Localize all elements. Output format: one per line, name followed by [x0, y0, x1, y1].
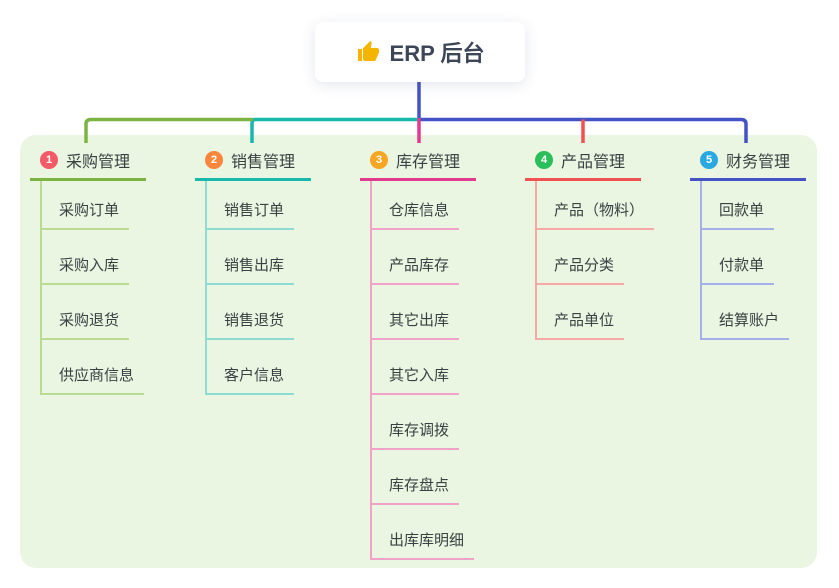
mindmap-node[interactable]: 供应商信息 [42, 340, 145, 395]
mindmap-node-label: 销售退货 [207, 309, 295, 340]
branch-number-badge: 2 [205, 151, 223, 169]
mindmap-node[interactable]: 采购入库 [42, 230, 144, 285]
mindmap-node-label: 回款单 [702, 199, 775, 230]
mindmap-node-label: 客户信息 [207, 364, 295, 395]
branch-label: 采购管理 [66, 154, 131, 171]
mindmap-node-label: 采购订单 [42, 199, 130, 230]
root-label: ERP 后台 [389, 41, 485, 66]
mindmap-node[interactable]: 产品（物料） [537, 181, 655, 230]
branch-header[interactable]: 3 库存管理 [360, 148, 477, 181]
mindmap-node[interactable]: 客户信息 [207, 340, 295, 395]
branch-2: 2 销售管理销售订单销售出库销售退货客户信息 [195, 148, 312, 395]
mindmap-node[interactable]: 库存调拨 [372, 395, 474, 450]
mindmap-node[interactable]: 销售退货 [207, 285, 295, 340]
mindmap-node-label: 产品单位 [537, 309, 625, 340]
branch-label: 库存管理 [396, 154, 461, 171]
mindmap-background-panel [20, 135, 817, 568]
branch-1: 1 采购管理采购订单采购入库采购退货供应商信息 [30, 148, 147, 395]
mindmap-node[interactable]: 回款单 [702, 181, 789, 230]
mindmap-node[interactable]: 采购退货 [42, 285, 144, 340]
mindmap-node-label: 供应商信息 [42, 364, 145, 395]
mindmap-node-label: 仓库信息 [372, 199, 460, 230]
branch-label: 销售管理 [231, 154, 296, 171]
mindmap-node[interactable]: 采购订单 [42, 181, 144, 230]
mindmap-node[interactable]: 出库库明细 [372, 505, 475, 560]
mindmap-node[interactable]: 付款单 [702, 230, 789, 285]
branch-header[interactable]: 4 产品管理 [525, 148, 642, 181]
mindmap-node-label: 采购入库 [42, 254, 130, 285]
branch-label: 产品管理 [561, 154, 626, 171]
mindmap-node-label: 产品分类 [537, 254, 625, 285]
branch-number-badge: 5 [700, 151, 718, 169]
mindmap-node[interactable]: 产品分类 [537, 230, 654, 285]
branch-children: 采购订单采购入库采购退货供应商信息 [40, 181, 145, 395]
branch-children: 仓库信息产品库存其它出库其它入库库存调拨库存盘点出库库明细 [370, 181, 475, 560]
root-node[interactable]: ERP 后台 [315, 22, 525, 82]
branch-children: 回款单付款单结算账户 [700, 181, 790, 340]
branch-header[interactable]: 1 采购管理 [30, 148, 147, 181]
thumbs-up-icon [356, 40, 380, 64]
branch-number-badge: 1 [40, 151, 58, 169]
branch-5: 5 财务管理回款单付款单结算账户 [690, 148, 807, 340]
mindmap-node[interactable]: 库存盘点 [372, 450, 474, 505]
mindmap-node-label: 其它出库 [372, 309, 460, 340]
mindmap-node-label: 产品库存 [372, 254, 460, 285]
mindmap-node[interactable]: 产品库存 [372, 230, 474, 285]
branch-4: 4 产品管理产品（物料） 产品分类产品单位 [525, 148, 655, 340]
mindmap-node[interactable]: 其它入库 [372, 340, 474, 395]
mindmap-node[interactable]: 其它出库 [372, 285, 474, 340]
mindmap-node-label: 销售出库 [207, 254, 295, 285]
branch-children: 产品（物料） 产品分类产品单位 [535, 181, 655, 340]
branch-3: 3 库存管理仓库信息产品库存其它出库其它入库库存调拨库存盘点出库库明细 [360, 148, 477, 560]
mindmap-node-label: 采购退货 [42, 309, 130, 340]
mindmap-node-label: 出库库明细 [372, 529, 475, 560]
mindmap-node-label: 库存盘点 [372, 474, 460, 505]
mindmap-node[interactable]: 结算账户 [702, 285, 790, 340]
branch-number-badge: 3 [370, 151, 388, 169]
mindmap-node[interactable]: 仓库信息 [372, 181, 474, 230]
branch-number-badge: 4 [535, 151, 553, 169]
mindmap-node-label: 付款单 [702, 254, 775, 285]
mindmap-node[interactable]: 销售订单 [207, 181, 295, 230]
mindmap-node-label: 其它入库 [372, 364, 460, 395]
mindmap-node-label: 产品（物料） [537, 199, 655, 230]
branch-header[interactable]: 5 财务管理 [690, 148, 807, 181]
mindmap-node-label: 结算账户 [702, 309, 790, 340]
mindmap-node-label: 销售订单 [207, 199, 295, 230]
mindmap-node[interactable]: 销售出库 [207, 230, 295, 285]
mindmap-node-label: 库存调拨 [372, 419, 460, 450]
branch-label: 财务管理 [726, 154, 791, 171]
branch-header[interactable]: 2 销售管理 [195, 148, 312, 181]
mindmap-node[interactable]: 产品单位 [537, 285, 654, 340]
branch-children: 销售订单销售出库销售退货客户信息 [205, 181, 295, 395]
